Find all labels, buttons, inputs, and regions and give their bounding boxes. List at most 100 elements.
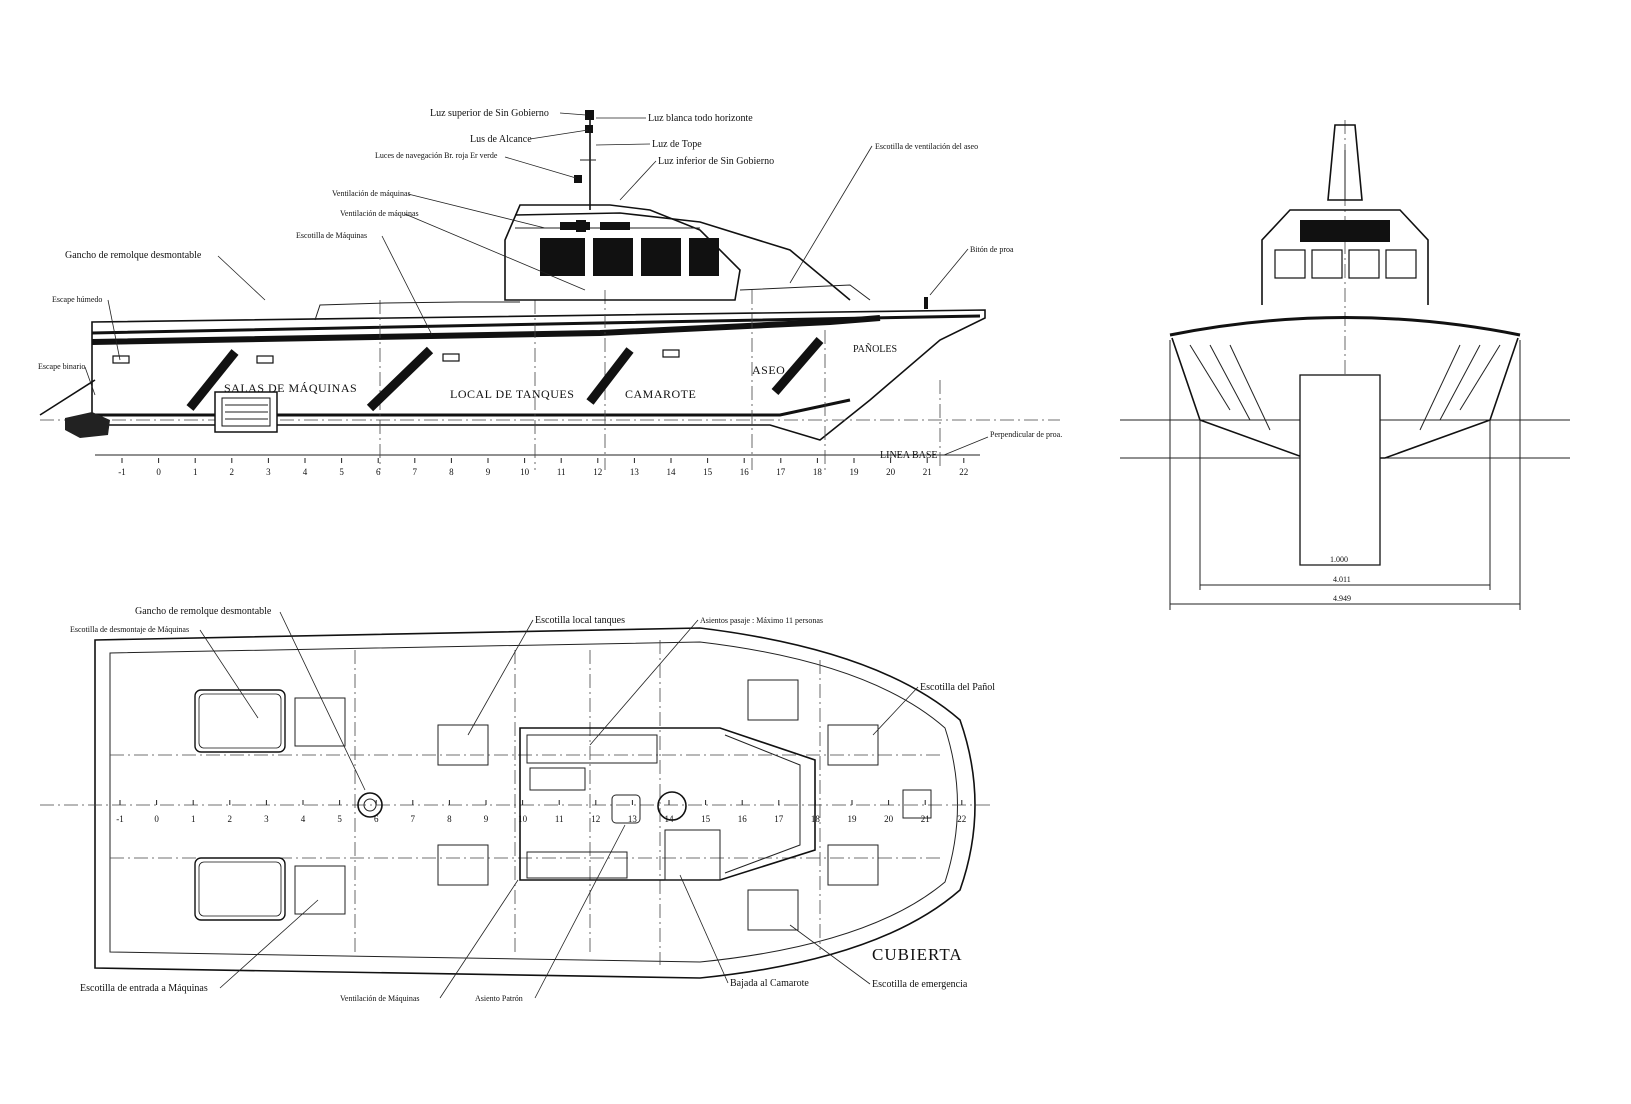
deck-frame-number: 14 (665, 814, 675, 824)
label-perpendicular: Perpendicular de proa. (990, 430, 1062, 439)
label-escape-binario: Escape binario (38, 362, 85, 371)
deck-frame-number: 18 (811, 814, 821, 824)
chine-line (95, 398, 851, 417)
label-deck-escotilla-emergencia: Escotilla de emergencia (872, 979, 968, 990)
tow-hook (357, 792, 383, 818)
side-frame-number: 10 (520, 467, 530, 477)
outdrive (39, 379, 110, 438)
deck-frame-number: 22 (957, 814, 966, 824)
label-salas-maquinas: SALAS DE MÁQUINAS (224, 381, 357, 395)
deck-frame-lines (354, 640, 821, 965)
dim-keel: 1.000 (1330, 555, 1348, 564)
helm-seat (611, 794, 641, 824)
wheelhouse-outline (504, 204, 741, 301)
front-dimensions: 1.000 4.011 4.949 (1169, 340, 1521, 610)
sheer-band-lower (91, 315, 881, 345)
deck-frame-number: 13 (628, 814, 638, 824)
side-frame-number: 8 (449, 467, 454, 477)
side-frame-number: 2 (230, 467, 235, 477)
label-deck-asientos: Asientos pasaje : Máximo 11 personas (700, 616, 823, 625)
deck-frame-number: 8 (447, 814, 452, 824)
tank-hatches (437, 679, 879, 931)
deck-frame-number: 1 (191, 814, 196, 824)
label-deck-escotilla-desmontaje: Escotilla de desmontaje de Máquinas (70, 625, 189, 634)
label-luces-navegacion: Luces de navegación Br. roja Er verde (375, 151, 498, 160)
bow-bitt (924, 297, 928, 309)
side-frame-number: 3 (266, 467, 271, 477)
side-frame-number: 11 (557, 467, 566, 477)
deck-frame-number: 10 (518, 814, 528, 824)
side-frame-number: 7 (413, 467, 418, 477)
deck-inner-outline (109, 641, 958, 963)
label-deck-escotilla-entrada: Escotilla de entrada a Máquinas (80, 983, 208, 994)
wheelhouse-roof (514, 212, 851, 301)
label-luz-blanca: Luz blanca todo horizonte (648, 113, 753, 124)
hull-ports (112, 349, 680, 364)
label-aseo: ASEO (752, 363, 785, 377)
deck-frame-number: 9 (484, 814, 489, 824)
side-frame-number: 22 (959, 467, 968, 477)
front-mast (1327, 124, 1363, 201)
deck-frame-number: 16 (738, 814, 748, 824)
side-frame-number: 4 (303, 467, 308, 477)
label-deck-ventilacion: Ventilación de Máquinas (340, 994, 420, 1003)
hull-profile (91, 309, 986, 441)
side-frame-number: -1 (118, 467, 126, 477)
label-linea-base: LINEA BASE (880, 450, 938, 461)
deck-outline (94, 627, 976, 979)
label-deck-bajada: Bajada al Camarote (730, 978, 809, 989)
side-frame-number: 17 (776, 467, 786, 477)
deck-frame-number: 5 (337, 814, 342, 824)
side-frame-number: 21 (923, 467, 932, 477)
side-frame-number: 18 (813, 467, 823, 477)
wheelhouse-footprint (519, 727, 816, 881)
side-frame-number: 0 (156, 467, 161, 477)
dim-beam: 4.949 (1333, 594, 1351, 603)
deck-view: CUBIERTA Gancho de remolque desmontable … (40, 606, 995, 1003)
side-frame-number: 14 (667, 467, 677, 477)
side-callouts: Luz superior de Sin Gobierno Luz blanca … (38, 108, 1062, 461)
hull-stripes (186, 337, 824, 412)
deck-frame-number: 21 (921, 814, 930, 824)
front-view: 1.000 4.011 4.949 (1120, 120, 1570, 610)
helm-wheel (657, 791, 687, 821)
front-keel (1299, 374, 1381, 566)
label-local-tanques: LOCAL DE TANQUES (450, 387, 574, 401)
label-escotilla-aseo: Escotilla de ventilación del aseo (875, 142, 978, 151)
side-view: Luz superior de Sin Gobierno Luz blanca … (38, 108, 1062, 477)
aft-deck-rail (314, 301, 520, 321)
label-luz-tope: Luz de Tope (652, 139, 702, 150)
label-deck-gancho: Gancho de remolque desmontable (135, 606, 272, 617)
deck-frame-number: 20 (884, 814, 894, 824)
label-biton: Bitón de proa (970, 245, 1014, 254)
label-deck-escotilla-panol: Escotilla del Pañol (920, 682, 995, 693)
label-ventilacion-maquinas-1: Ventilación de máquinas (332, 189, 411, 198)
front-hull-hatch (1189, 344, 1501, 431)
wheelhouse-windows (540, 222, 719, 276)
passenger-seats (526, 734, 658, 879)
side-frame-number: 1 (193, 467, 198, 477)
label-escape-humedo: Escape húmedo (52, 295, 102, 304)
deck-frame-number: 17 (774, 814, 784, 824)
side-frame-number: 16 (740, 467, 750, 477)
deck-frame-number: 19 (848, 814, 858, 824)
engine-removal-hatches (194, 689, 286, 921)
side-frame-number: 6 (376, 467, 381, 477)
side-frame-number: 5 (339, 467, 344, 477)
deck-frame-number: -1 (116, 814, 124, 824)
deck-frame-number: 15 (701, 814, 711, 824)
side-frame-number: 9 (486, 467, 491, 477)
cabin-ladder (664, 829, 721, 881)
bow-hatch (902, 789, 932, 819)
deck-frame-number: 3 (264, 814, 269, 824)
label-gancho: Gancho de remolque desmontable (65, 250, 202, 261)
engine-entry-hatches (294, 697, 346, 915)
deck-frame-number: 6 (374, 814, 379, 824)
front-windows (1274, 249, 1417, 279)
engine (214, 391, 278, 433)
deck-frame-number: 4 (301, 814, 306, 824)
side-frame-number: 15 (703, 467, 713, 477)
